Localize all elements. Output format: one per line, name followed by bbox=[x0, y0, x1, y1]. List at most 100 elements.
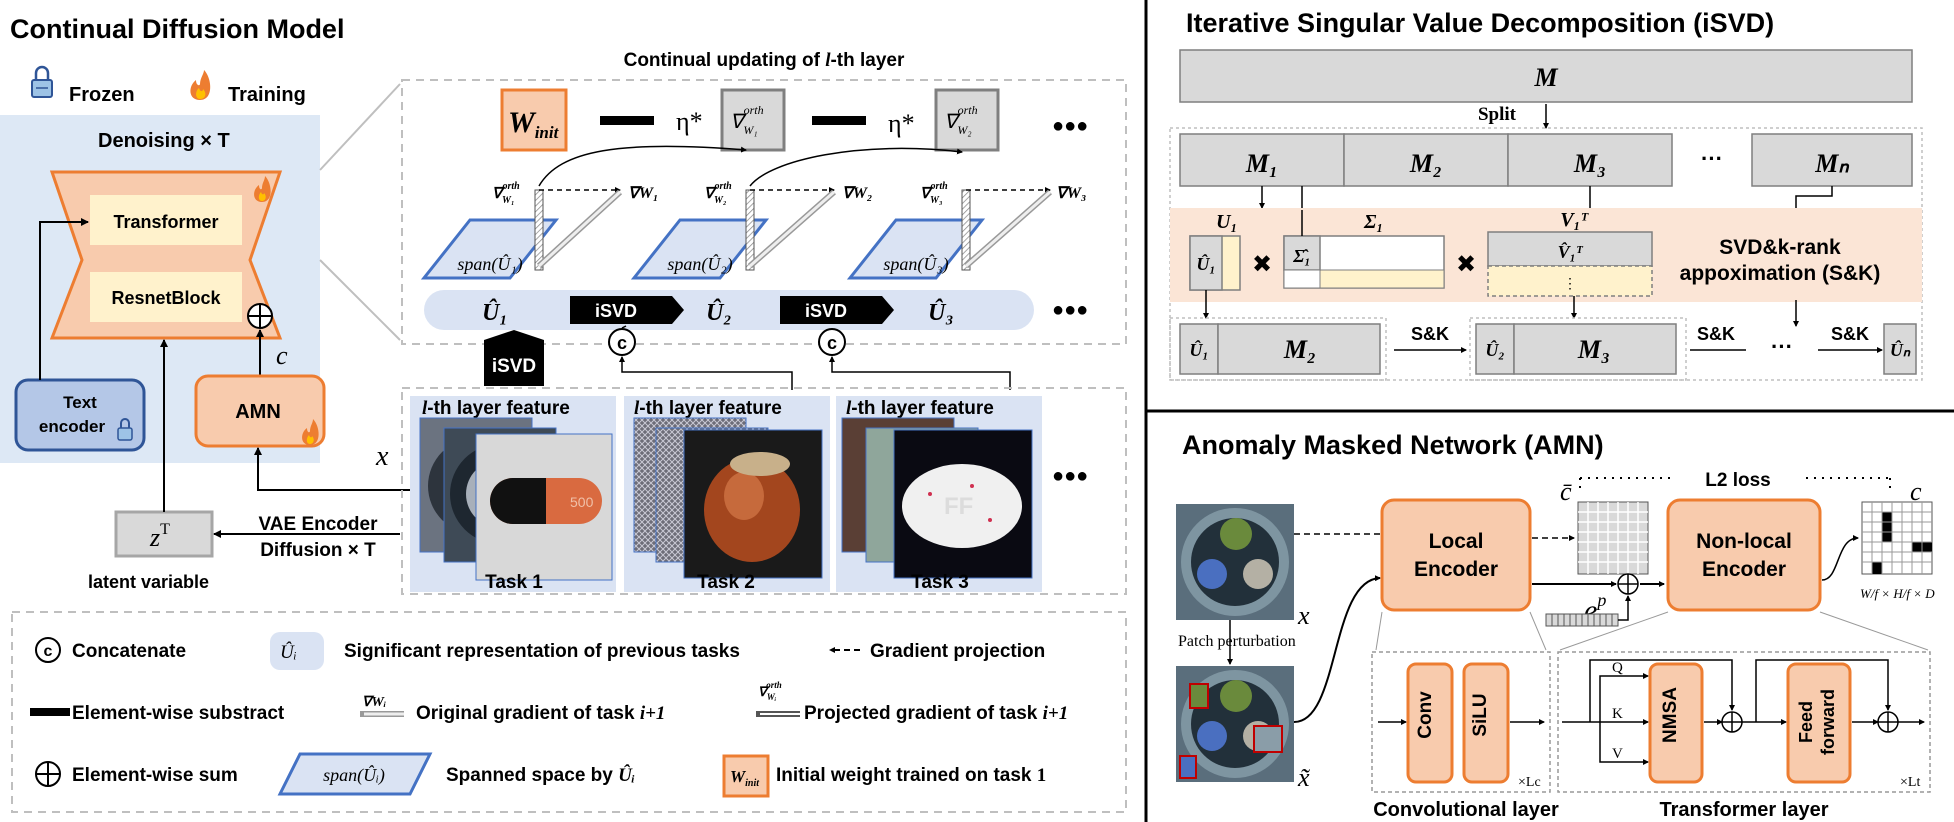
span-plane-1 bbox=[420, 218, 560, 280]
task2-to-concat-arrow bbox=[619, 356, 793, 390]
m-matrix bbox=[1179, 49, 1913, 103]
input-image-x bbox=[1176, 504, 1294, 620]
c-bar-grid bbox=[1577, 501, 1649, 575]
sum-circle-icon bbox=[1877, 711, 1899, 733]
grad-w1-label: ∇W₁ bbox=[628, 185, 659, 202]
grad-box-2 bbox=[934, 88, 1000, 152]
trans-zoom-line bbox=[1559, 611, 1669, 651]
local-encoder-label: Local bbox=[1429, 530, 1484, 553]
grad-box-1-label: ∇W₁orth bbox=[730, 103, 764, 137]
grad-orth-label-3: ∇W₃orth bbox=[920, 181, 948, 206]
amn-title: Anomaly Masked Network (AMN) bbox=[1182, 430, 1604, 460]
bottom-m2-label: M₂ bbox=[1283, 335, 1316, 364]
layer-feature-2: l-th layer feature bbox=[634, 398, 782, 419]
xtilde-to-local-arrow bbox=[1293, 575, 1381, 723]
grad-w3-label: ∇W₃ bbox=[1056, 185, 1087, 202]
bottom-m3-label: M₃ bbox=[1577, 335, 1610, 364]
bottom-m2-block bbox=[1217, 323, 1381, 375]
sum-circle-icon bbox=[247, 303, 273, 329]
sigma1-hat-label: Σ̂₁ bbox=[1292, 246, 1310, 266]
m3-label: M₃ bbox=[1573, 149, 1606, 178]
position-embedding bbox=[1545, 613, 1619, 627]
svg-text:∇Wᵢ: ∇Wᵢ bbox=[362, 695, 386, 710]
training-label: Training bbox=[228, 84, 306, 106]
projection-group-2: span(Û₂) ∇W₂orth ∇W₂ bbox=[630, 147, 963, 280]
vae-label-2: Diffusion × T bbox=[260, 540, 376, 561]
ellipsis: ●●● bbox=[1052, 115, 1088, 137]
patch-label: Patch perturbation bbox=[1178, 633, 1296, 650]
zt-label: zT bbox=[149, 521, 170, 552]
v-label: V bbox=[1612, 746, 1623, 762]
vdots: ⋮ bbox=[1563, 275, 1577, 291]
lock-icon bbox=[117, 418, 133, 441]
nmsa-label: NMSA bbox=[1660, 687, 1681, 743]
lc-label: ×Lc bbox=[1518, 775, 1541, 790]
sum-circle-icon bbox=[1721, 711, 1743, 733]
v1t-hat-block bbox=[1487, 231, 1653, 267]
concat-circle-icon: c bbox=[818, 328, 846, 356]
legend-span-label: span(Ûᵢ) bbox=[323, 764, 385, 786]
grad-w2-label: ∇W₂ bbox=[842, 185, 873, 202]
task3-to-concat-arrow bbox=[829, 356, 1011, 390]
legend-original-gradient: Original gradient of task i+1 bbox=[416, 703, 665, 724]
text-encoder-label-2: encoder bbox=[39, 417, 106, 436]
svg-text:∇Wᵢorth: ∇Wᵢorth bbox=[758, 680, 782, 702]
sum-circle-icon bbox=[1617, 573, 1639, 595]
text-encoder-to-transformer-arrow bbox=[39, 218, 89, 380]
resnet-block bbox=[90, 272, 242, 322]
conv-label: Conv bbox=[1415, 691, 1436, 739]
m1-label: M₁ bbox=[1245, 149, 1278, 178]
svd-label-2: appoximation (S&K) bbox=[1680, 262, 1881, 285]
dots-label: ··· bbox=[1701, 146, 1723, 171]
isvd-arrow-1-label: iSVD bbox=[595, 301, 637, 321]
subtract-bar bbox=[812, 116, 866, 125]
legend-subtract-bar bbox=[30, 708, 70, 716]
silu-block bbox=[1462, 662, 1510, 784]
span-label-1: span(Û₁) bbox=[457, 253, 522, 275]
conv-layer-box bbox=[1371, 651, 1551, 793]
layer-feature-3: l-th layer feature bbox=[846, 398, 994, 419]
c-bar-label: c̄ bbox=[1560, 477, 1572, 506]
k-label: K bbox=[1612, 706, 1623, 722]
m2-label: M₂ bbox=[1409, 149, 1442, 178]
fire-icon bbox=[302, 419, 319, 445]
nonlocal-encoder-block bbox=[1666, 498, 1822, 612]
amn-label: AMN bbox=[235, 401, 281, 423]
vae-label: VAE Encoder bbox=[259, 514, 379, 535]
legend-projected-gradient: Projected gradient of task i+1 bbox=[804, 703, 1068, 724]
legend-w-init-box bbox=[722, 754, 770, 798]
conv-zoom-line bbox=[1529, 611, 1547, 651]
latent-label: latent variable bbox=[88, 572, 209, 592]
w-init-box bbox=[500, 88, 568, 152]
u1-hat-block bbox=[1189, 235, 1223, 291]
nmsa-block bbox=[1648, 662, 1704, 784]
m-label: M bbox=[1533, 63, 1558, 92]
svg-text:c: c bbox=[827, 333, 837, 353]
isvd-up-arrow bbox=[484, 330, 544, 386]
legend-projected-gradient-icon: ∇Wᵢorth bbox=[756, 680, 800, 717]
split-label: Split bbox=[1478, 104, 1517, 125]
bottom-m3-block bbox=[1513, 323, 1677, 375]
legend-box bbox=[11, 611, 1127, 813]
x-tilde-symbol: x̃ bbox=[1297, 763, 1311, 792]
isvd-arrow-2 bbox=[780, 296, 894, 324]
trans-layer-box bbox=[1557, 651, 1931, 793]
task-3-label: Task 3 bbox=[911, 572, 969, 593]
legend-u-i-chip bbox=[270, 632, 324, 670]
un-hat-block bbox=[1883, 323, 1917, 375]
amn-x-symbol: x bbox=[1297, 601, 1310, 630]
u1-label: U₁ bbox=[1216, 211, 1237, 233]
sk-label-1: S&K bbox=[1411, 324, 1449, 344]
v1t-lower bbox=[1487, 265, 1653, 297]
concat-circle-icon: c bbox=[608, 328, 636, 356]
concat-circle-icon: c bbox=[35, 637, 61, 663]
task-2-image-stack bbox=[633, 417, 823, 579]
v1t-hat-label: V̂₁ᵀ bbox=[1558, 242, 1584, 262]
latent-block bbox=[114, 510, 214, 558]
grad-orth-label-1: ∇W₁orth bbox=[492, 181, 520, 206]
perturbed-image bbox=[1176, 666, 1294, 782]
update-box bbox=[401, 79, 1127, 345]
isvd-up-label: iSVD bbox=[492, 356, 536, 377]
feature-to-amn-arrow bbox=[254, 447, 410, 491]
svg-text:FF: FF bbox=[944, 493, 973, 520]
